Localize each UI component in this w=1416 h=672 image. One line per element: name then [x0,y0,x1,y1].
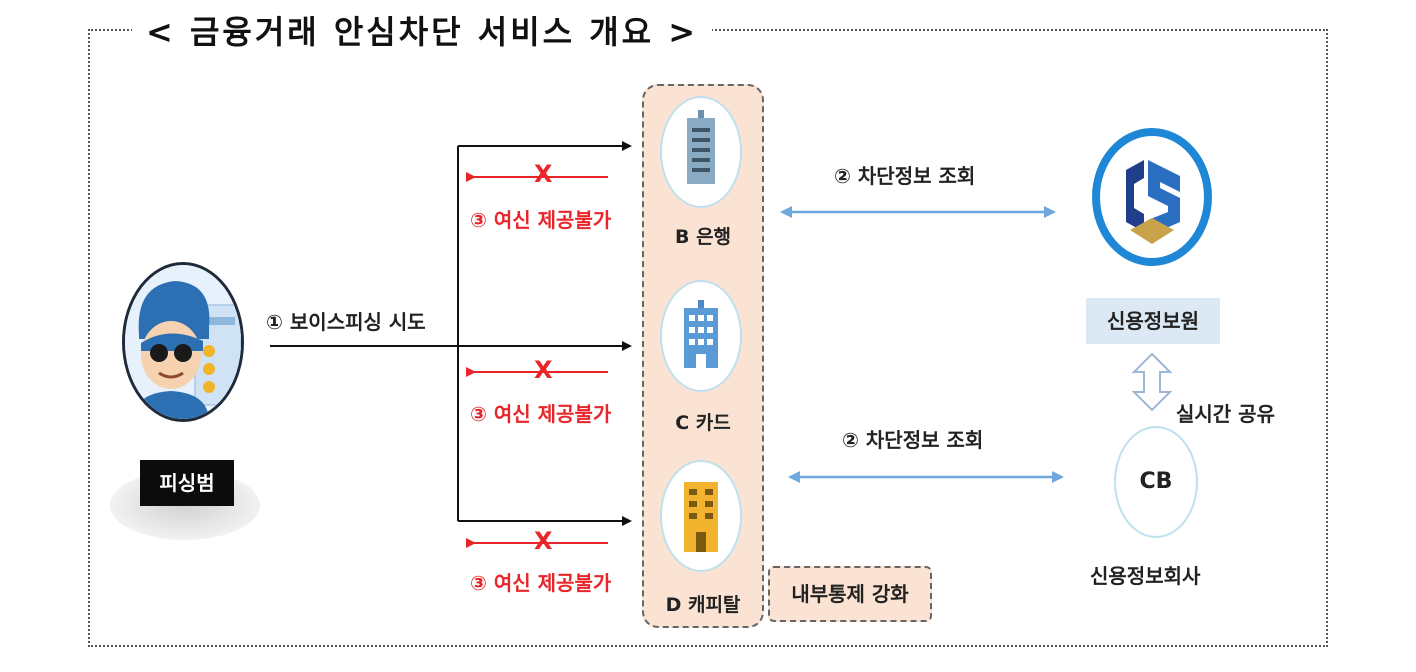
capital-building-icon [684,482,718,552]
card-company-building-icon [684,300,718,368]
cb-circle: CB [1114,426,1198,538]
capital-name: D 캐피탈 [665,594,741,616]
card-circle [660,280,742,392]
cb-name: 신용정보회사 [1090,564,1201,588]
attempt-label: ① 보이스피싱 시도 [266,310,426,334]
card-name: C 카드 [675,412,731,434]
internal-control-box: 내부통제 강화 [768,566,932,622]
phisher-label: 피싱범 [140,460,234,506]
denied-label-bank: ③ 여신 제공불가 [470,208,612,232]
kcis-name-box: 신용정보원 [1086,298,1220,344]
query-label-lower: ② 차단정보 조회 [842,428,984,452]
x-mark-capital: X [534,527,553,555]
denied-label-card: ③ 여신 제공불가 [470,402,612,426]
bank-name: B 은행 [674,226,732,248]
kcis-logo-icon [1092,128,1212,266]
bank-circle [660,96,742,208]
phisher-avatar [122,262,244,422]
capital-circle [660,460,742,572]
diagram-title: < 금융거래 안심차단 서비스 개요 > [132,10,713,54]
bank-building-icon [687,110,715,184]
hacker-icon [125,265,241,419]
x-mark-bank: X [534,160,553,188]
share-label: 실시간 공유 [1176,402,1275,426]
denied-label-capital: ③ 여신 제공불가 [470,571,612,595]
share-double-arrow [1131,352,1173,412]
kcis-logo [1090,126,1214,268]
x-mark-card: X [534,356,553,384]
query-label-upper: ② 차단정보 조회 [834,164,976,188]
